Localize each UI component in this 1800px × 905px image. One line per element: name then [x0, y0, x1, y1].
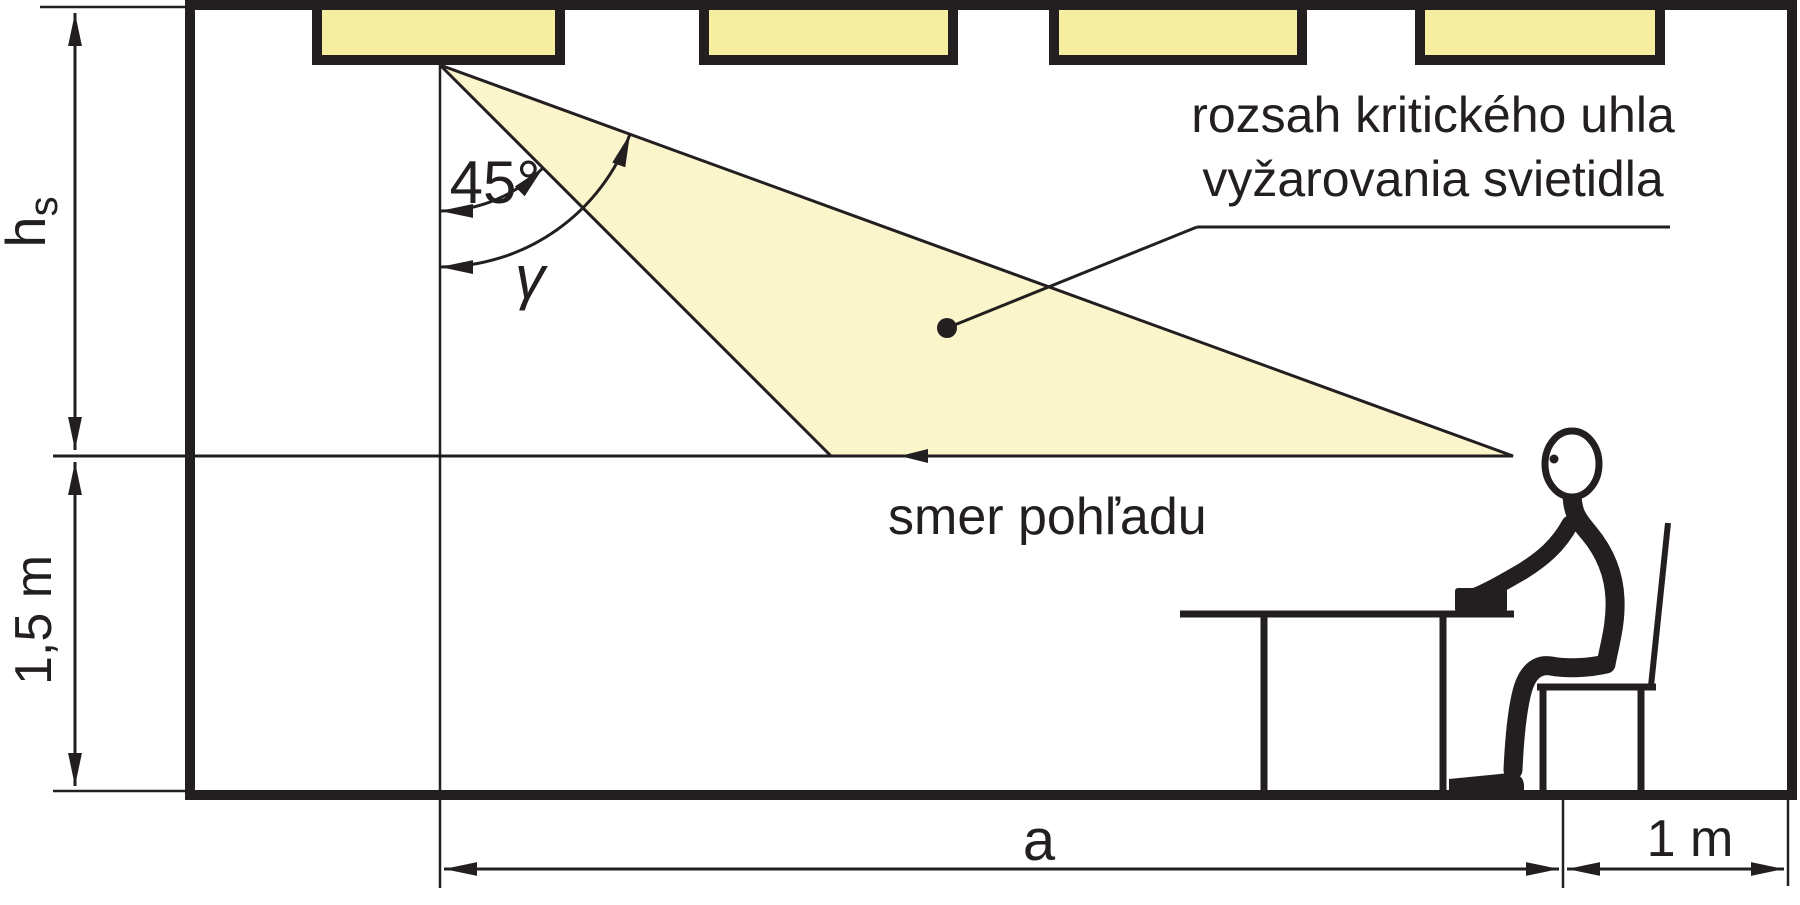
view-direction-group: smer pohľadu — [53, 449, 1513, 546]
dimensions: hs 1,5 m a 1 m — [0, 5, 1790, 888]
chair — [1537, 522, 1671, 793]
person-hand — [1455, 588, 1507, 612]
person-torso — [1562, 482, 1625, 674]
view-direction-label: smer pohľadu — [888, 488, 1207, 546]
callout-text-line2: vyžarovania svietidla — [1202, 151, 1664, 207]
luminaire-2 — [699, 0, 958, 65]
luminaire-1 — [312, 0, 565, 65]
angle-45-label: 45° — [450, 149, 541, 216]
dimension-label-a: a — [1023, 808, 1056, 873]
dimension-label-eye-height: 1,5 m — [5, 555, 63, 685]
hs-subscript: s — [22, 196, 66, 216]
view-direction-arrow — [900, 449, 928, 463]
hs-base: h — [0, 216, 57, 247]
arc-gamma — [439, 133, 632, 274]
angle-annotations: 45° γ — [439, 133, 632, 311]
luminaires — [312, 0, 1665, 65]
person-eye — [1549, 454, 1559, 464]
luminaire-4 — [1415, 0, 1665, 65]
dimension-label-1m: 1 m — [1647, 810, 1734, 868]
chair-backrest — [1648, 522, 1671, 687]
person-foot — [1449, 773, 1524, 794]
room-outline — [185, 0, 1797, 800]
dimension-label-hs: hs — [0, 196, 66, 247]
callout-leader-line — [946, 225, 1198, 330]
luminaire-3 — [1049, 0, 1307, 65]
desk — [1180, 610, 1514, 792]
callout-text-line1: rozsah kritického uhla — [1191, 87, 1675, 143]
person-head — [1541, 427, 1603, 501]
room — [185, 0, 1797, 800]
person-leg — [1503, 654, 1616, 780]
angle-gamma-label: γ — [515, 244, 548, 311]
critical-angle-callout: rozsah kritického uhla vyžarovania sviet… — [937, 87, 1675, 338]
seated-person — [1449, 427, 1625, 794]
